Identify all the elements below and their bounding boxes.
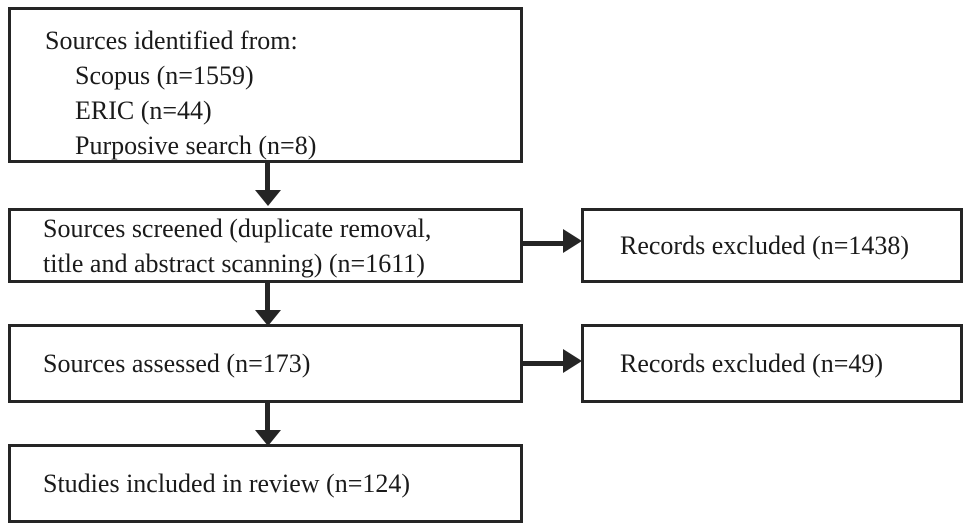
- box-records-excluded-screening: Records excluded (n=1438): [581, 208, 963, 283]
- box-sources-identified: Sources identified from: Scopus (n=1559)…: [8, 7, 523, 163]
- box-studies-included: Studies included in review (n=124): [8, 444, 523, 523]
- box-line-excluded-assessment: Records excluded (n=49): [620, 349, 884, 378]
- box-line-purposive-search: Purposive search (n=8): [75, 131, 317, 160]
- box-line-screened-2: title and abstract scanning) (n=1611): [43, 248, 425, 278]
- box-line-excluded-screening: Records excluded (n=1438): [620, 231, 910, 260]
- box-line-screened-1: Sources screened (duplicate removal,: [43, 213, 432, 243]
- arrowhead-down-icon-1: [255, 190, 281, 206]
- arrowhead-down-icon-2: [255, 310, 281, 326]
- box-line-eric: ERIC (n=44): [75, 96, 212, 125]
- box-line-included: Studies included in review (n=124): [43, 469, 411, 498]
- box-line-assessed: Sources assessed (n=173): [43, 349, 311, 378]
- connector-screened-to-excluded: [523, 241, 567, 246]
- connector-assessed-to-excluded: [523, 361, 567, 366]
- arrowhead-right-icon-1: [563, 229, 582, 253]
- box-records-excluded-assessment: Records excluded (n=49): [581, 324, 963, 403]
- arrowhead-down-icon-3: [255, 430, 281, 446]
- connector-screened-to-assessed: [265, 283, 270, 312]
- box-sources-screened: Sources screened (duplicate removal, tit…: [8, 208, 523, 283]
- arrowhead-right-icon-2: [563, 349, 582, 373]
- connector-assessed-to-included: [265, 403, 270, 432]
- box-sources-assessed: Sources assessed (n=173): [8, 324, 523, 403]
- box-line-scopus: Scopus (n=1559): [75, 61, 254, 90]
- box-line-identified-heading: Sources identified from:: [45, 26, 298, 55]
- connector-identified-to-screened: [265, 163, 270, 192]
